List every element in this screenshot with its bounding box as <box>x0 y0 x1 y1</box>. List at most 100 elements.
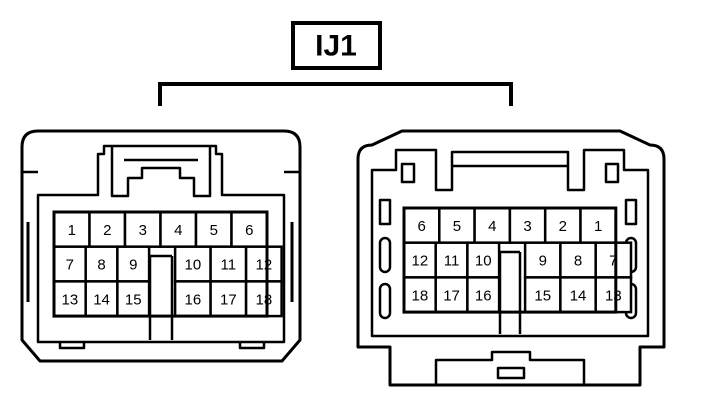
pin-number: 7 <box>66 257 74 274</box>
pin-cell: 3 <box>508 206 547 244</box>
pin-number: 16 <box>185 291 202 308</box>
pin-cell-box <box>173 280 212 318</box>
pin-number: 15 <box>534 287 551 304</box>
pin-number: 17 <box>443 287 460 304</box>
left-center-key <box>148 254 174 340</box>
left-connector <box>20 129 302 363</box>
bracket-line <box>158 82 513 106</box>
title-label: IJ1 <box>315 30 357 63</box>
pin-number: 1 <box>594 218 602 235</box>
right-slot-r1 <box>624 198 638 226</box>
pin-number: 4 <box>488 218 496 235</box>
left-latch <box>110 146 212 198</box>
pin-number: 5 <box>453 218 461 235</box>
right-window-right <box>604 162 620 184</box>
pin-cell: 18 <box>402 276 437 314</box>
pin-cell: 16 <box>173 280 212 318</box>
right-slot-l1 <box>378 198 392 226</box>
pin-number: 6 <box>417 218 425 235</box>
pin-cell: 4 <box>473 206 512 244</box>
pin-cell: 9 <box>523 241 562 279</box>
right-bottom-tab <box>434 350 586 385</box>
pin-cell: 11 <box>434 241 469 279</box>
right-window-left <box>400 162 416 184</box>
pin-number: 18 <box>412 287 429 304</box>
pin-number: 18 <box>256 291 273 308</box>
pin-cell: 8 <box>559 241 597 279</box>
pin-number: 5 <box>210 222 218 239</box>
pin-number: 9 <box>129 257 137 274</box>
pin-number: 11 <box>444 253 460 270</box>
pin-cell: 13 <box>594 276 633 314</box>
pin-number: 2 <box>103 222 111 239</box>
right-pin-grid: 6 5 4 3 2 1 12 11 10 9 8 7 18 17 16 15 14 13 <box>402 206 633 314</box>
pin-cell: 7 <box>52 245 87 283</box>
connector-title: IJ1 <box>291 21 382 70</box>
pin-cell-box <box>466 276 501 314</box>
pin-cell: 3 <box>123 210 162 248</box>
pin-cell: 16 <box>466 276 501 314</box>
pin-cell-box <box>159 210 198 248</box>
title-box <box>291 21 382 70</box>
pin-number: 2 <box>559 218 567 235</box>
pin-cell: 17 <box>209 280 248 318</box>
pin-cell: 4 <box>159 210 198 248</box>
pin-cell: 18 <box>244 280 283 318</box>
pin-cell: 17 <box>434 276 469 314</box>
left-housing <box>20 129 302 363</box>
pin-number: 10 <box>475 253 492 270</box>
right-slot-l3 <box>378 282 392 320</box>
right-slot-l2 <box>378 236 392 274</box>
right-center-key <box>498 250 522 334</box>
pin-number: 14 <box>93 291 110 308</box>
left-housing-face <box>36 144 286 344</box>
pin-number: 6 <box>245 222 253 239</box>
right-connector <box>356 129 666 387</box>
pin-cell: 15 <box>523 276 562 314</box>
pin-cell: 8 <box>84 245 119 283</box>
left-bottom-keys <box>58 342 266 350</box>
pin-grid-frame <box>52 210 269 318</box>
pin-number: 7 <box>609 253 617 270</box>
pin-number: 3 <box>139 222 147 239</box>
pin-cell: 2 <box>88 210 127 248</box>
pin-cell-box <box>402 276 437 314</box>
pin-number: 10 <box>185 257 202 274</box>
pin-number: 13 <box>62 291 79 308</box>
pin-number: 8 <box>574 253 582 270</box>
right-housing-face <box>370 148 650 338</box>
right-bottom-lock <box>496 366 526 380</box>
pin-cell: 6 <box>230 210 269 248</box>
pin-cell: 15 <box>116 280 151 318</box>
pin-cell: 11 <box>209 245 248 283</box>
pin-cell: 14 <box>559 276 597 314</box>
pin-number: 14 <box>570 287 587 304</box>
pin-cell: 6 <box>402 206 441 244</box>
pin-cell: 2 <box>543 206 582 244</box>
pin-cell: 12 <box>402 241 437 279</box>
pin-cell: 10 <box>173 245 212 283</box>
pin-number: 15 <box>125 291 142 308</box>
pin-cell-box <box>116 280 151 318</box>
pin-number: 9 <box>539 253 547 270</box>
pin-cell: 12 <box>244 245 283 283</box>
pin-number: 17 <box>220 291 237 308</box>
pin-number: 16 <box>475 287 492 304</box>
pin-cell: 7 <box>594 241 633 279</box>
pin-number: 4 <box>174 222 182 239</box>
pin-cell: 1 <box>579 206 618 244</box>
pin-grid-frame <box>402 206 618 314</box>
pin-number: 3 <box>523 218 531 235</box>
pin-cell: 10 <box>466 241 501 279</box>
right-housing <box>356 129 666 387</box>
pin-cell: 14 <box>84 280 119 318</box>
pin-cell: 9 <box>116 245 151 283</box>
pin-cell-box <box>594 241 633 279</box>
pin-number: 12 <box>412 253 429 270</box>
pin-number: 13 <box>605 287 622 304</box>
pin-cell: 13 <box>52 280 87 318</box>
pin-cell: 1 <box>52 210 91 248</box>
